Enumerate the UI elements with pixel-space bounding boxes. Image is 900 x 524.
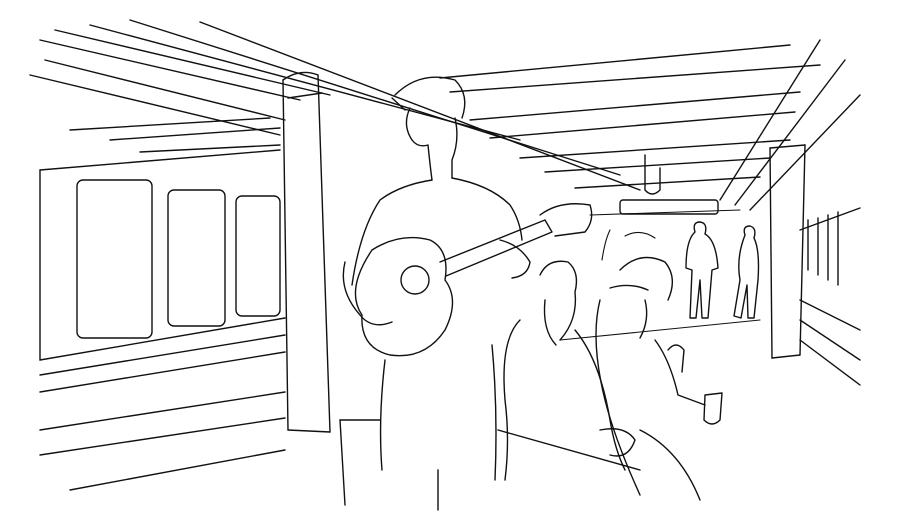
platform-pillar xyxy=(769,144,806,359)
train-window xyxy=(235,195,281,317)
station-sign xyxy=(589,154,741,216)
ceiling-beams xyxy=(29,19,861,211)
subway-train xyxy=(39,149,286,491)
train-window xyxy=(167,189,226,327)
guitar-body xyxy=(354,236,454,357)
distant-commuters xyxy=(601,221,760,319)
platform-pillar xyxy=(282,71,331,433)
platform-floor xyxy=(339,319,761,506)
guitarist xyxy=(342,76,593,511)
guitar-neck xyxy=(439,219,553,277)
guitar-soundhole xyxy=(400,265,430,295)
seated-man-bearded xyxy=(497,260,641,481)
guitar-headstock xyxy=(539,203,593,237)
train-window xyxy=(76,179,153,339)
seated-man-cap xyxy=(595,256,723,501)
coffee-cup xyxy=(703,392,723,425)
far-track-wall xyxy=(799,207,861,386)
